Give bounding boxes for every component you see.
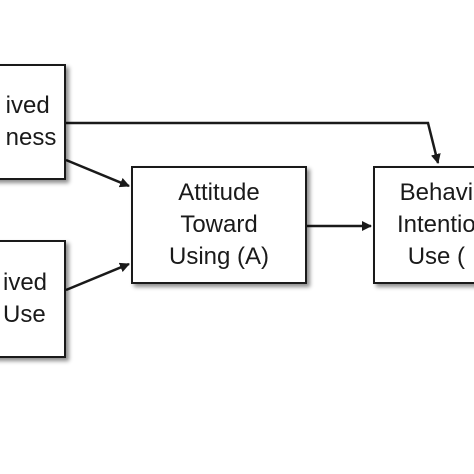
node-label-line: Behavi: [399, 179, 474, 206]
node-label-line: Using (A): [168, 243, 270, 270]
arrow-ease-to-attitude: [65, 262, 130, 292]
node-label-line: Use (: [407, 243, 466, 270]
arrow-usefulness-to-intention: [66, 121, 441, 164]
node-behavioral-intention: Behavi Intentio Use (: [373, 166, 474, 284]
node-label-line: Attitude: [178, 179, 260, 206]
node-attitude-toward-using: Attitude Toward Using (A): [131, 166, 307, 284]
node-label-line: ived: [2, 269, 48, 296]
node-label-line: ived: [5, 92, 50, 119]
node-label-line: Toward: [180, 211, 258, 238]
arrow-usefulness-to-attitude: [65, 158, 130, 188]
node-label-line: Use: [2, 301, 46, 328]
node-perceived-usefulness: ived ness: [0, 64, 66, 180]
node-perceived-ease-of-use: ived Use: [0, 240, 66, 358]
node-label-line: Intentio: [397, 211, 474, 238]
node-label-line: ness: [5, 124, 57, 151]
